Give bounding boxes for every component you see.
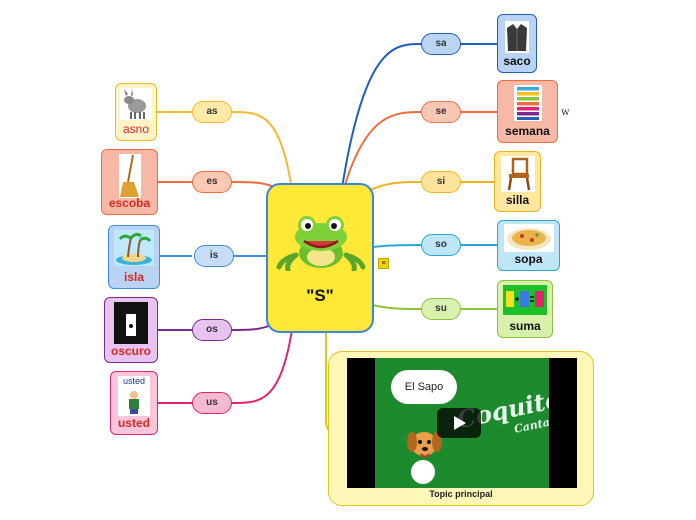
pill-is[interactable]: is bbox=[194, 245, 234, 267]
play-icon[interactable] bbox=[437, 408, 481, 438]
word-silla: silla bbox=[505, 193, 530, 207]
usted-picture-text: usted bbox=[122, 376, 146, 386]
central-topic[interactable]: "S" ≡ bbox=[266, 183, 389, 333]
side-mark: w bbox=[561, 107, 570, 118]
card-suma[interactable]: suma bbox=[497, 280, 553, 338]
frog-icon bbox=[276, 216, 366, 271]
card-saco[interactable]: saco bbox=[497, 14, 537, 73]
word-suma: suma bbox=[509, 319, 541, 333]
pill-si[interactable]: si bbox=[421, 171, 461, 193]
video-screen: El Sapo Coquito Canta bbox=[375, 358, 549, 488]
card-escoba[interactable]: escoba bbox=[101, 149, 158, 215]
link-se bbox=[341, 111, 422, 196]
card-usted[interactable]: usted usted bbox=[110, 371, 158, 435]
video-caption: Topic principal bbox=[429, 489, 493, 499]
addition-icon bbox=[503, 285, 547, 315]
island-icon bbox=[114, 230, 154, 266]
video-player[interactable]: El Sapo Coquito Canta bbox=[347, 358, 577, 488]
video-topic[interactable]: El Sapo Coquito Canta Topic principal bbox=[328, 351, 594, 506]
word-sopa: sopa bbox=[514, 252, 543, 266]
link-as bbox=[231, 111, 293, 191]
broom-icon bbox=[118, 154, 141, 198]
pill-es[interactable]: es bbox=[192, 171, 232, 193]
pill-su[interactable]: su bbox=[421, 298, 461, 320]
pill-os[interactable]: os bbox=[192, 319, 232, 341]
card-oscuro[interactable]: oscuro bbox=[104, 297, 158, 363]
word-usted: usted bbox=[117, 416, 150, 430]
puppy-icon bbox=[407, 432, 442, 484]
note-icon[interactable]: ≡ bbox=[378, 258, 389, 269]
card-silla[interactable]: silla bbox=[494, 151, 541, 212]
chair-icon bbox=[500, 156, 535, 192]
word-escoba: escoba bbox=[108, 196, 151, 210]
pill-sa[interactable]: sa bbox=[421, 33, 461, 55]
word-oscuro: oscuro bbox=[110, 344, 151, 358]
card-asno[interactable]: asno bbox=[115, 83, 157, 141]
card-isla[interactable]: isla bbox=[108, 225, 160, 289]
link-sa bbox=[341, 43, 422, 189]
word-isla: isla bbox=[123, 270, 144, 284]
card-sopa[interactable]: sopa bbox=[497, 220, 560, 271]
link-us bbox=[231, 329, 293, 404]
donkey-icon bbox=[120, 88, 152, 120]
usted-person-icon: usted bbox=[118, 376, 150, 416]
central-title: "S" bbox=[306, 286, 334, 305]
video-cloud-text: El Sapo bbox=[391, 370, 457, 404]
pill-us[interactable]: us bbox=[192, 392, 232, 414]
week-days-icon bbox=[513, 85, 542, 121]
word-saco: saco bbox=[503, 54, 531, 68]
pill-as[interactable]: as bbox=[192, 101, 232, 123]
soup-icon bbox=[503, 224, 554, 252]
jacket-icon bbox=[505, 21, 529, 53]
card-semana[interactable]: semana bbox=[497, 80, 558, 143]
pill-se[interactable]: se bbox=[421, 101, 461, 123]
word-semana: semana bbox=[505, 124, 550, 138]
word-asno: asno bbox=[122, 122, 150, 136]
dark-doorway-icon bbox=[114, 302, 148, 344]
pill-so[interactable]: so bbox=[421, 234, 461, 256]
